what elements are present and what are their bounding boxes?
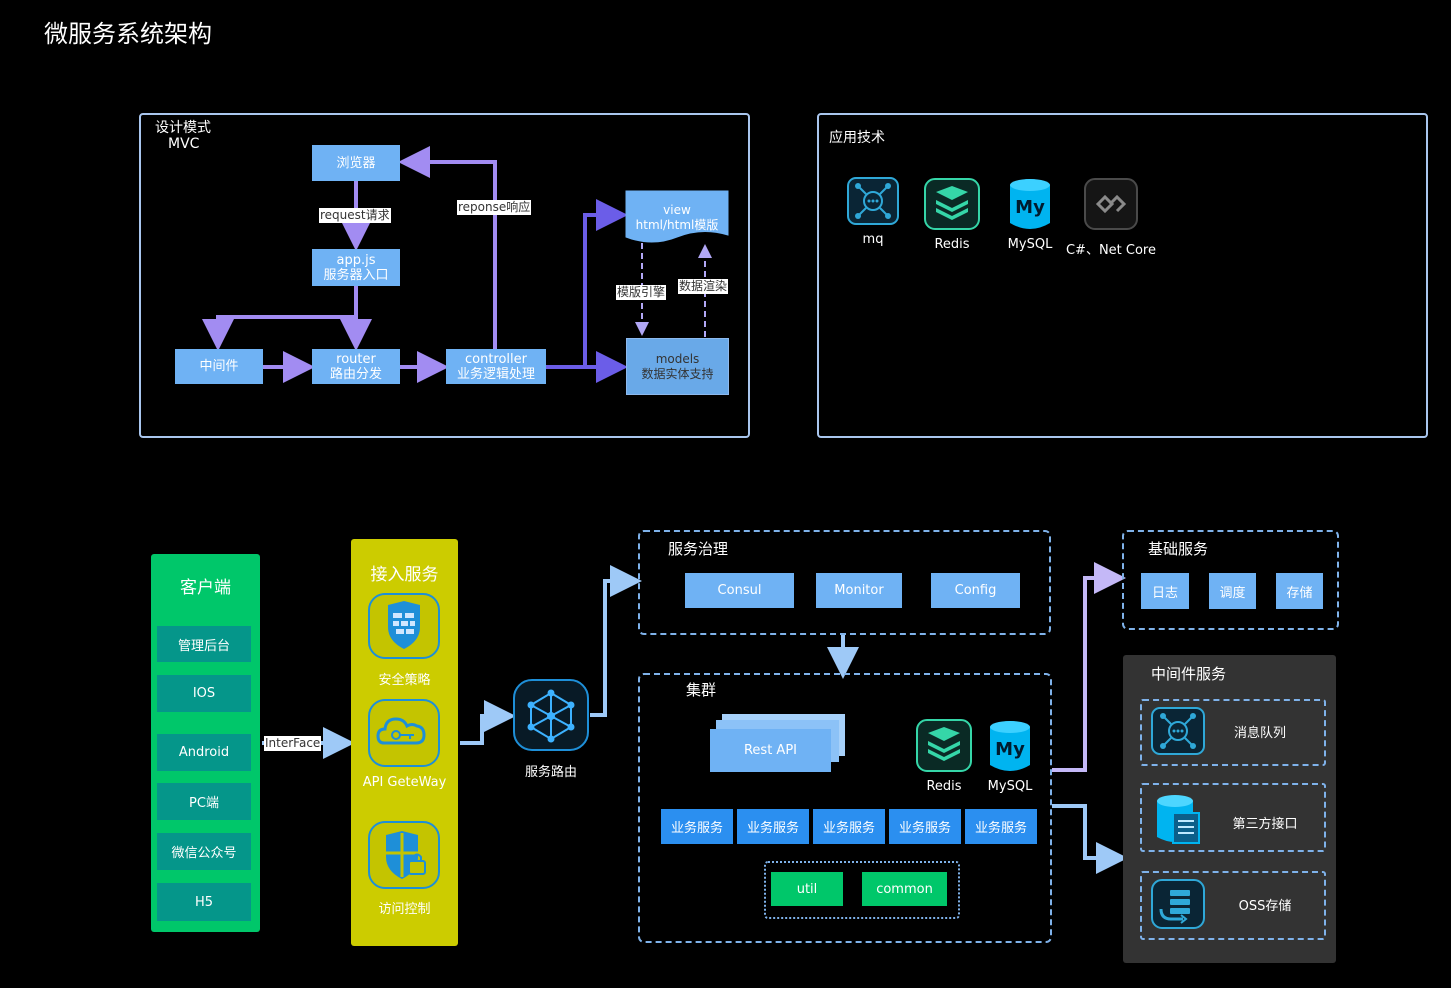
- biz-service-4: 业务服务: [889, 809, 961, 844]
- edge-cluster-basic: [1052, 562, 1126, 772]
- response-label: reponse响应: [457, 200, 532, 215]
- monitor-box: Monitor: [816, 573, 902, 608]
- network-icon: [513, 679, 589, 751]
- svg-text:My: My: [995, 739, 1025, 760]
- client-item-wechat: 微信公众号: [157, 833, 251, 870]
- client-item-android: Android: [157, 734, 251, 771]
- cluster-heading: 集群: [686, 681, 717, 699]
- template-engine-label: 模版引擎: [616, 285, 667, 300]
- mq-service-icon: [1151, 707, 1205, 755]
- cluster-mysql-label: MySQL: [987, 779, 1033, 794]
- app-node: app.js 服务器入口: [312, 249, 400, 286]
- shared-libs-panel: [764, 861, 960, 919]
- tech-mysql-label: MySQL: [1007, 237, 1053, 252]
- svg-text:My: My: [1015, 197, 1045, 218]
- render-label: 数据渲染: [678, 279, 729, 294]
- storage-service-icon: [1151, 879, 1205, 929]
- router-node: router 路由分发: [312, 349, 400, 384]
- cluster-redis-icon: [916, 719, 972, 772]
- shield-lock-icon: [368, 821, 440, 889]
- gateway-security-label: 安全策略: [378, 673, 431, 688]
- gateway-heading: 接入服务: [370, 565, 439, 585]
- router-node-title: router: [336, 351, 376, 367]
- routing-label: 服务路由: [524, 765, 577, 780]
- gateway-api-label: API GeteWay: [362, 775, 447, 790]
- cluster-redis-label: Redis: [926, 779, 962, 794]
- consul-box: Consul: [685, 573, 794, 608]
- cloud-key-icon: [368, 699, 440, 767]
- controller-node-title: controller: [464, 351, 528, 367]
- gateway-access-label: 访问控制: [378, 902, 431, 917]
- mq-icon: [847, 177, 899, 225]
- redis-icon: [924, 178, 980, 230]
- client-item-admin: 管理后台: [157, 626, 251, 662]
- controller-node-subtitle: 业务逻辑处理: [456, 366, 535, 382]
- client-item-ios: IOS: [157, 675, 251, 712]
- models-node-subtitle: 数据实体支持: [641, 366, 714, 381]
- edge-controller-view: [583, 199, 628, 367]
- middleware-services-heading: 中间件服务: [1151, 665, 1227, 683]
- biz-service-2: 业务服务: [737, 809, 809, 844]
- netcore-icon: [1084, 178, 1138, 230]
- view-node-label: view html/html模版: [626, 203, 728, 233]
- firewall-icon: [368, 593, 440, 659]
- config-box: Config: [931, 573, 1020, 608]
- app-node-title: app.js: [336, 252, 376, 268]
- tech-redis-label: Redis: [934, 237, 970, 252]
- models-node: models 数据实体支持: [626, 338, 729, 395]
- interface-label: InterFace: [264, 736, 322, 751]
- third-party-row: [1140, 783, 1326, 852]
- tech-heading: 应用技术: [829, 130, 885, 146]
- cluster-mysql-icon: My: [990, 721, 1030, 771]
- app-node-subtitle: 服务器入口: [323, 267, 389, 283]
- request-label: request请求: [319, 208, 391, 223]
- database-doc-icon: [1157, 795, 1200, 844]
- biz-service-1: 业务服务: [661, 809, 733, 844]
- edge-gateway-routing: [460, 700, 516, 745]
- controller-node: controller 业务逻辑处理: [446, 349, 546, 384]
- governance-panel: [638, 530, 1051, 635]
- view-node-title: view: [663, 203, 691, 217]
- mvc-panel: [139, 113, 750, 438]
- basic-services-heading: 基础服务: [1148, 540, 1209, 558]
- client-item-pc: PC端: [157, 783, 251, 820]
- oss-label: OSS存储: [1238, 899, 1292, 914]
- biz-service-5: 业务服务: [965, 809, 1037, 844]
- middleware-node: 中间件: [175, 349, 263, 384]
- mysql-icon: My: [1010, 179, 1050, 229]
- client-heading: 客户端: [180, 578, 231, 598]
- router-node-subtitle: 路由分发: [329, 366, 382, 382]
- client-item-h5: H5: [157, 883, 251, 921]
- tech-panel: [817, 113, 1428, 438]
- basic-services-panel: [1122, 530, 1339, 630]
- third-party-label: 第三方接口: [1232, 817, 1298, 832]
- cluster-panel: [638, 673, 1052, 943]
- mq-service-row: [1140, 699, 1326, 766]
- mvc-heading: 设计模式: [155, 120, 211, 136]
- governance-heading: 服务治理: [668, 540, 729, 558]
- models-node-title: models: [655, 351, 700, 366]
- edge-routing-governance: [590, 565, 642, 717]
- log-box: 日志: [1141, 573, 1189, 609]
- util-box: util: [771, 872, 843, 906]
- tech-mq-label: mq: [862, 232, 884, 247]
- schedule-box: 调度: [1209, 573, 1256, 609]
- tech-netcore-label: C#、Net Core: [1065, 243, 1156, 258]
- edge-cluster-middleware: [1052, 804, 1128, 874]
- page-title: 微服务系统架构: [44, 20, 212, 48]
- mvc-subheading: MVC: [168, 136, 200, 152]
- oss-row: [1140, 871, 1326, 940]
- view-node-subtitle: html/html模版: [635, 218, 719, 232]
- rest-api-box: Rest API: [710, 729, 831, 772]
- storage-box: 存储: [1276, 573, 1323, 609]
- common-box: common: [862, 872, 947, 906]
- mq-service-label: 消息队列: [1233, 726, 1286, 741]
- edge-app-middleware: [202, 315, 356, 351]
- view-node: [625, 190, 729, 243]
- browser-node: 浏览器: [312, 145, 400, 181]
- biz-service-3: 业务服务: [813, 809, 885, 844]
- edge-controller-browser: [398, 146, 497, 349]
